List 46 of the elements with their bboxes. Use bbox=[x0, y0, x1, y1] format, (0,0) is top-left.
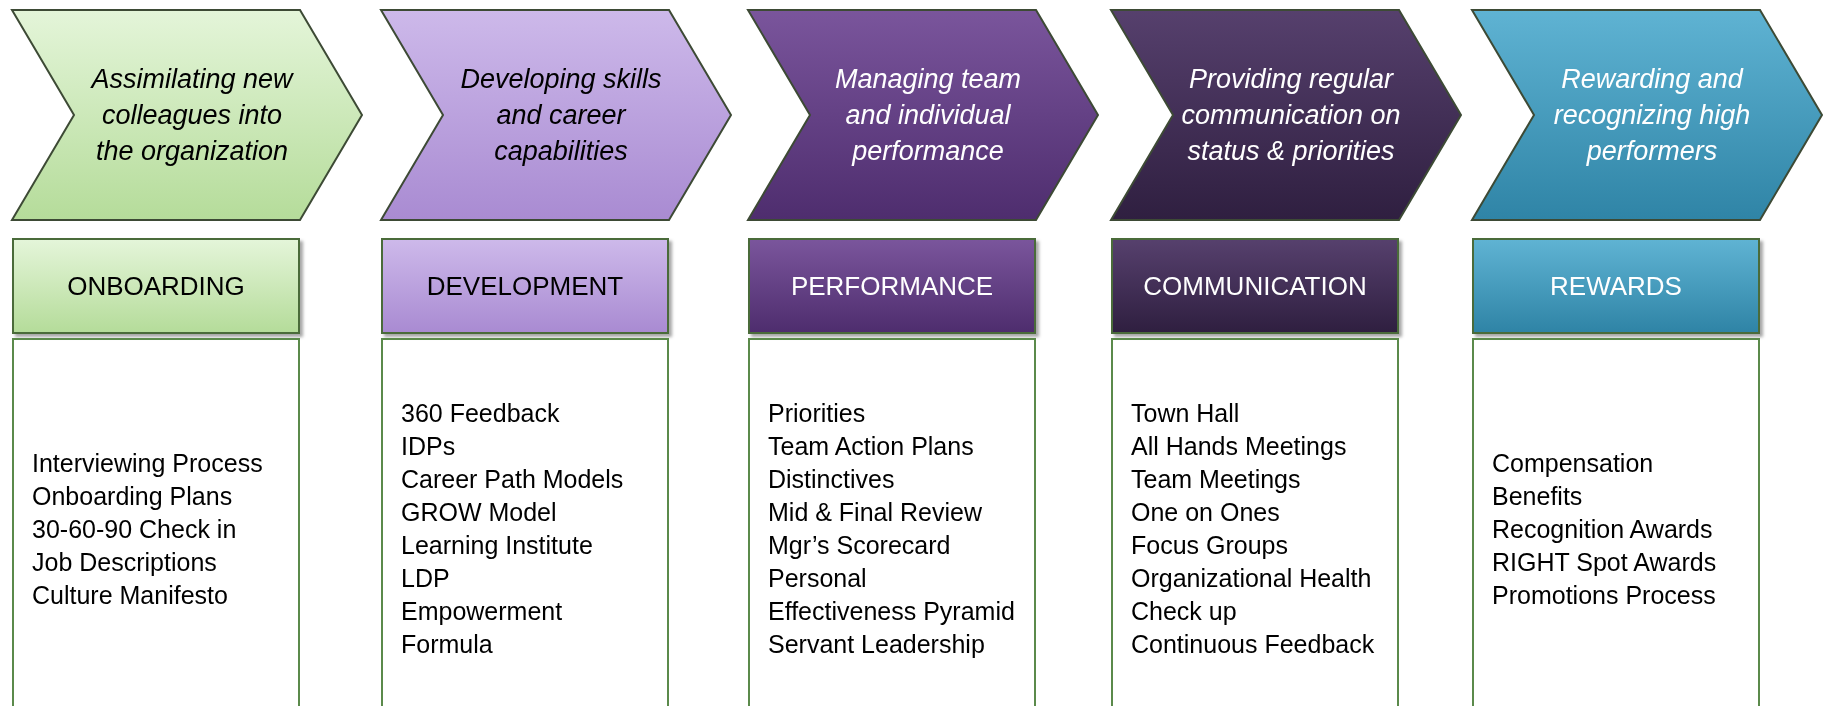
list-panel bbox=[748, 338, 1036, 706]
list-item: Promotions Process bbox=[1492, 579, 1717, 611]
section-header: ONBOARDING bbox=[12, 238, 300, 334]
list-item: Personal Effectiveness Pyramid bbox=[768, 563, 1016, 627]
list-item: Recognition Awards bbox=[1492, 513, 1714, 545]
list-item: All Hands Meetings bbox=[1131, 431, 1348, 462]
stage-description: Rewarding and recognizing high performers bbox=[1552, 63, 1752, 168]
list-item: LDP bbox=[401, 563, 451, 594]
list-panel bbox=[381, 338, 669, 706]
stage-description: Assimilating new colleagues into the organization bbox=[89, 63, 295, 168]
list-item: Career Path Models bbox=[401, 464, 625, 495]
list-item: Team Meetings bbox=[1131, 464, 1302, 495]
list-panel bbox=[1472, 338, 1760, 706]
list-item: Town Hall bbox=[1131, 398, 1241, 429]
list-item: 30-60-90 Check in bbox=[32, 513, 238, 545]
list-item: Benefits bbox=[1492, 480, 1584, 512]
stage-description: Managing team and individual performance bbox=[833, 63, 1023, 168]
list-item: Culture Manifesto bbox=[32, 579, 229, 611]
list-item: Job Descriptions bbox=[32, 546, 218, 578]
list-item: Onboarding Plans bbox=[32, 480, 234, 512]
list-item: Empowerment Formula bbox=[401, 596, 564, 660]
list-item: Learning Institute bbox=[401, 530, 594, 561]
stage-description: Developing skills and career capabilities bbox=[459, 63, 663, 168]
list-item: IDPs bbox=[401, 431, 457, 462]
list-item: GROW Model bbox=[401, 497, 558, 528]
list-panel bbox=[1111, 338, 1399, 706]
section-header: PERFORMANCE bbox=[748, 238, 1036, 334]
list-item: Mid & Final Review bbox=[768, 497, 983, 528]
stage-description: Providing regular communication on status & priorities bbox=[1181, 63, 1401, 168]
list-item: RIGHT Spot Awards bbox=[1492, 546, 1718, 578]
section-header: DEVELOPMENT bbox=[381, 238, 669, 334]
list-item: Distinctives bbox=[768, 464, 896, 495]
list-item: Servant Leadership bbox=[768, 629, 986, 660]
section-header: COMMUNICATION bbox=[1111, 238, 1399, 334]
list-item: Priorities bbox=[768, 398, 867, 429]
list-item: One on Ones bbox=[1131, 497, 1281, 528]
list-item: Compensation bbox=[1492, 447, 1655, 479]
list-item: Mgr’s Scorecard bbox=[768, 530, 952, 561]
list-item: Team Action Plans bbox=[768, 431, 975, 462]
section-header: REWARDS bbox=[1472, 238, 1760, 334]
list-item: Continuous Feedback bbox=[1131, 629, 1376, 660]
list-item: 360 Feedback bbox=[401, 398, 561, 429]
list-item: Focus Groups bbox=[1131, 530, 1289, 561]
list-item: Interviewing Process bbox=[32, 447, 264, 479]
list-panel bbox=[12, 338, 300, 706]
list-item: Organizational Health Check up bbox=[1131, 563, 1373, 627]
